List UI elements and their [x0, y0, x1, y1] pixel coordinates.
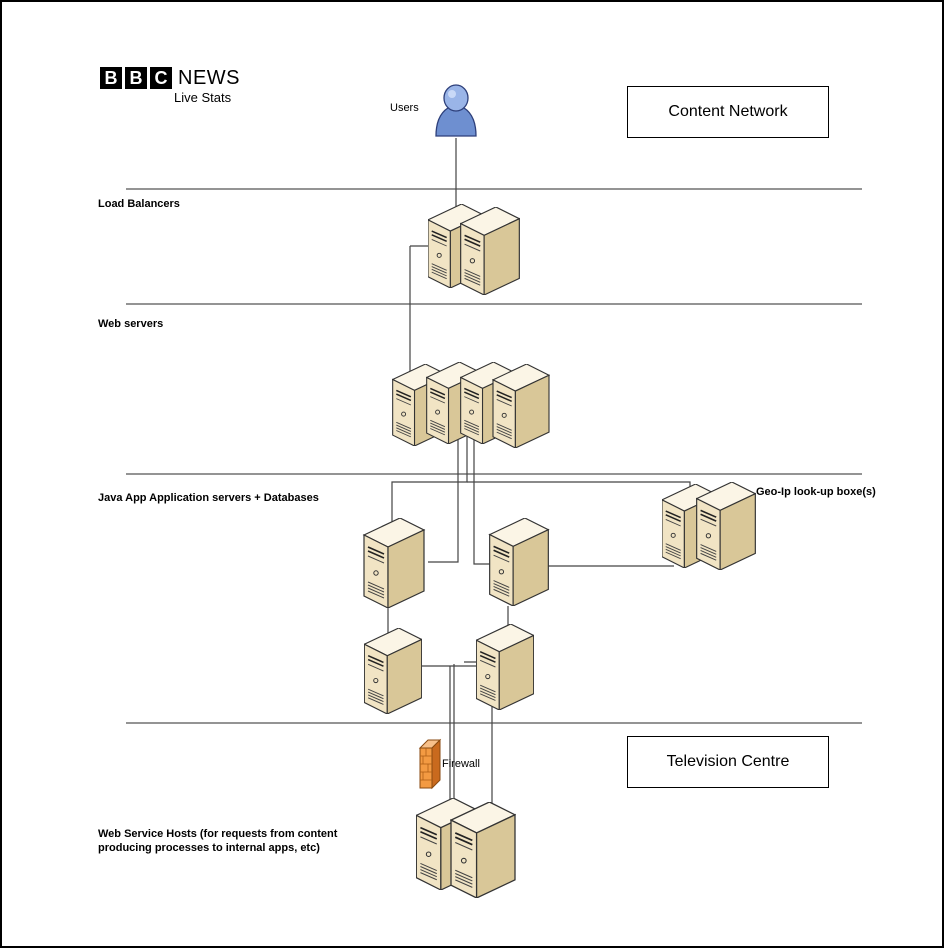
web-servers-label: Web servers — [98, 318, 164, 330]
server-icon — [364, 628, 422, 714]
server-icon — [476, 624, 534, 710]
content-network-box: Content Network — [627, 86, 829, 138]
server-icon — [696, 482, 756, 570]
server-icon — [488, 518, 550, 606]
user-icon — [435, 84, 477, 137]
bbc-news-logo: B B C NEWS — [100, 66, 240, 90]
server-icon — [450, 802, 516, 898]
users-label: Users — [390, 102, 419, 114]
bbc-logo-letter: B — [100, 67, 122, 89]
geo-ip-label: Geo-Ip look-up boxe(s) — [756, 486, 876, 498]
bbc-logo-letter: C — [150, 67, 172, 89]
server-icon — [492, 364, 550, 448]
firewall-label: Firewall — [442, 758, 480, 770]
divider-lines — [126, 188, 862, 724]
web-service-hosts-label-line1: Web Service Hosts (for requests from con… — [98, 828, 338, 840]
load-balancers-label: Load Balancers — [98, 198, 180, 210]
firewall-icon — [418, 738, 442, 790]
television-centre-box: Television Centre — [627, 736, 829, 788]
server-icon — [363, 518, 425, 608]
load-balancer-servers — [428, 204, 520, 295]
geo-ip-servers — [662, 482, 756, 570]
web-service-hosts-label-line2: producing processes to internal apps, et… — [98, 842, 320, 854]
database-servers — [364, 624, 534, 714]
web-service-host-servers — [416, 798, 516, 898]
web-servers — [392, 362, 550, 448]
bbc-logo-letter: B — [125, 67, 147, 89]
app-servers — [363, 518, 550, 608]
logo-subtitle: Live Stats — [174, 90, 232, 105]
news-wordmark: NEWS — [178, 66, 240, 89]
java-app-label: Java App Application servers + Databases — [98, 492, 319, 504]
server-icon — [460, 207, 520, 295]
